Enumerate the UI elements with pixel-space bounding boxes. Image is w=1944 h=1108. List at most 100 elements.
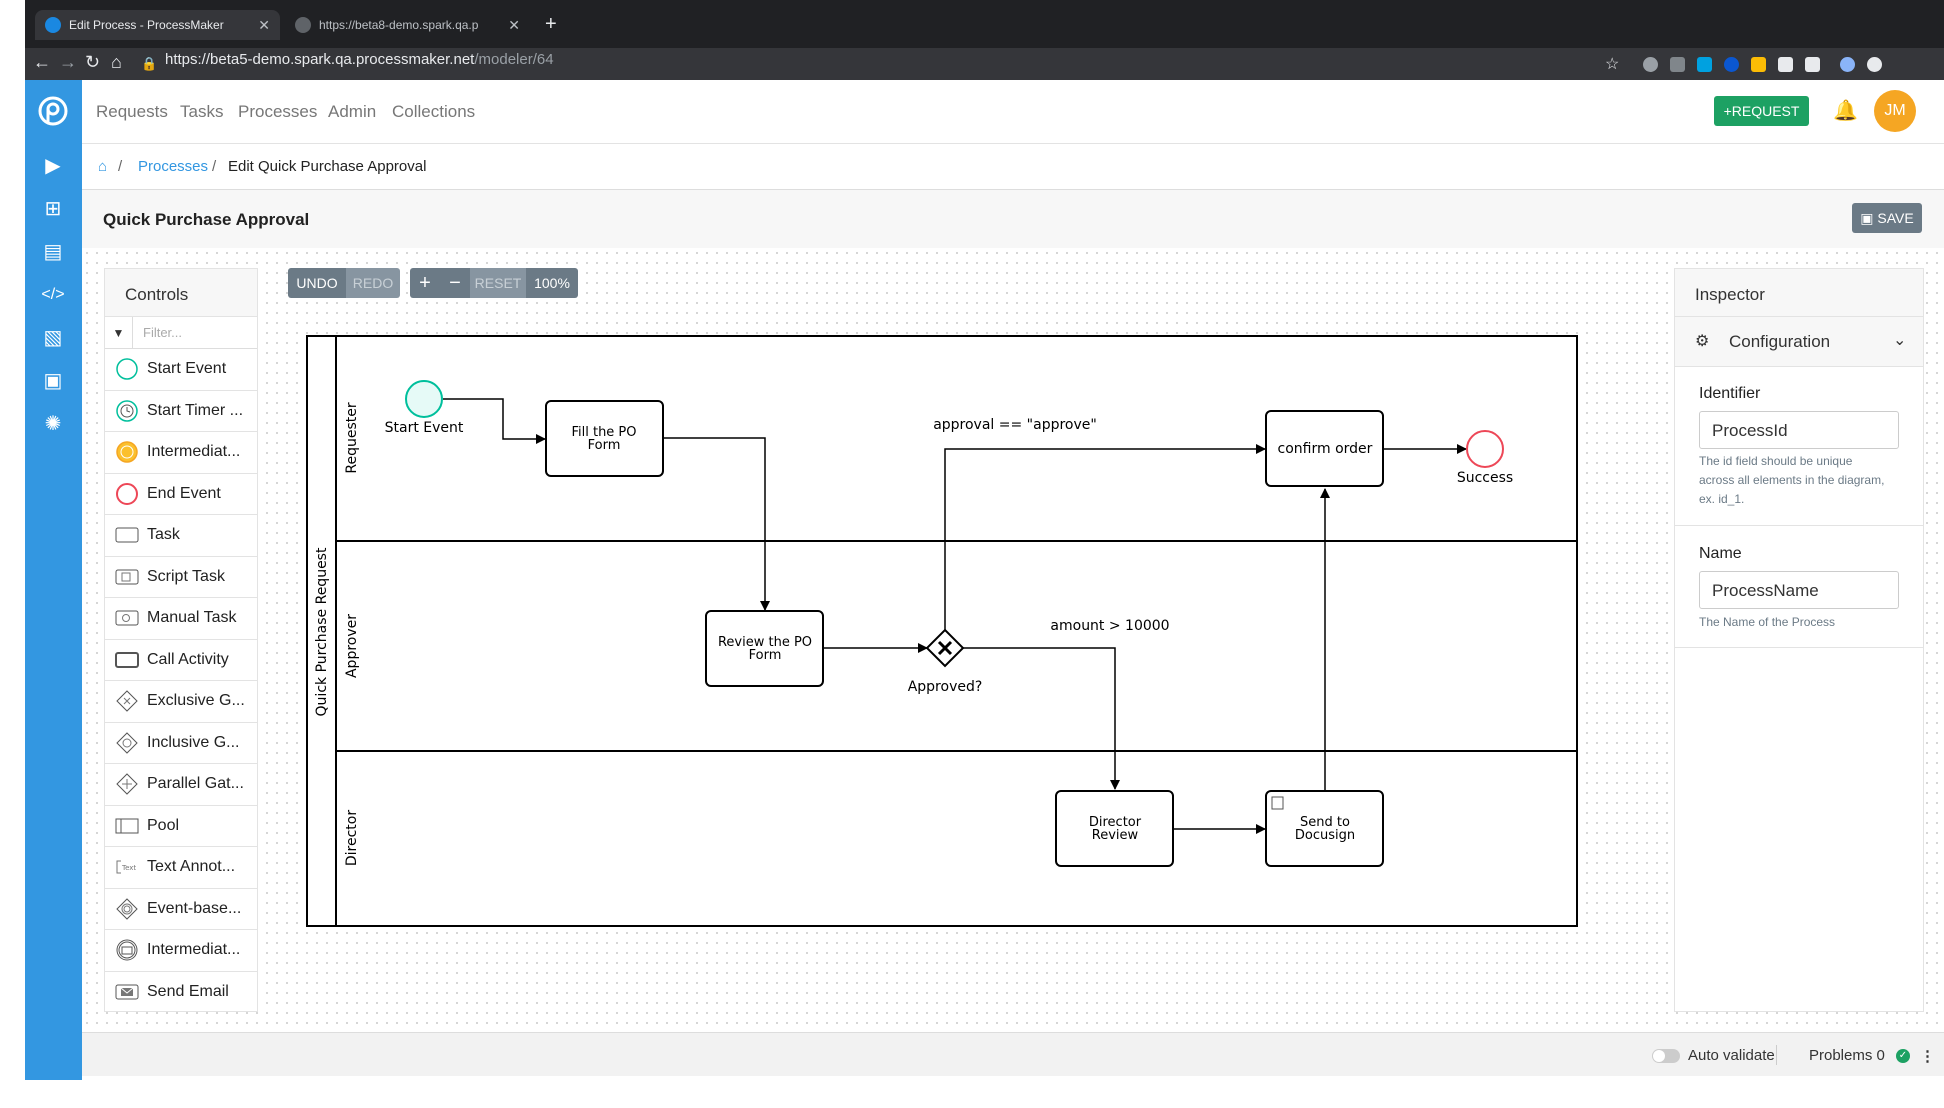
chevron-down-icon[interactable]: ⌄ [1893, 332, 1907, 349]
controls-filter[interactable]: ▼ Filter... [105, 316, 257, 349]
name-help: The Name of the Process [1699, 615, 1836, 629]
extension-icon[interactable] [1867, 57, 1882, 72]
inspector-title: Inspector [1675, 269, 1923, 317]
browser-tab-active[interactable]: Edit Process - ProcessMaker ✕ [35, 10, 280, 40]
control-intermediate-timer[interactable]: Intermediat... [105, 432, 257, 474]
control-end-event[interactable]: End Event [105, 474, 257, 515]
save-button[interactable]: ▣ SAVE [1852, 203, 1922, 233]
control-send-email[interactable]: Send Email [105, 972, 257, 1012]
filter-icon: ▼ [105, 316, 133, 349]
reset-zoom-button[interactable]: RESET [470, 268, 526, 298]
lane-label-approver[interactable]: Approver [344, 614, 360, 678]
extension-icon[interactable] [1724, 57, 1739, 72]
sequence-flow[interactable] [664, 437, 770, 611]
filter-input[interactable]: Filter... [143, 325, 183, 340]
task-confirm-order[interactable] [1265, 410, 1384, 487]
start-event[interactable] [405, 380, 443, 418]
nav-requests[interactable]: Requests [96, 102, 168, 121]
undo-button[interactable]: UNDO [288, 268, 346, 298]
control-parallel-gateway[interactable]: Parallel Gat... [105, 764, 257, 806]
control-exclusive-gateway[interactable]: Exclusive G... [105, 681, 257, 723]
close-icon[interactable]: ✕ [508, 16, 520, 33]
auto-validate-toggle[interactable] [1652, 1049, 1680, 1063]
control-manual-task[interactable]: Manual Task [105, 598, 257, 640]
task-fill-po-form[interactable] [545, 400, 664, 477]
status-bar: Auto validate Problems 0 ✓ ⋮ [82, 1032, 1944, 1076]
extension-icon[interactable] [1778, 57, 1793, 72]
extension-icon[interactable] [1697, 57, 1712, 72]
task-label: Form [588, 438, 621, 453]
control-text-annotation[interactable]: Text Text Annot... [105, 847, 257, 889]
dharmachakra-icon[interactable]: ✺ [44, 413, 62, 435]
control-label: Start Timer ... [147, 401, 244, 419]
nav-admin[interactable]: Admin [328, 102, 377, 121]
processmaker-logo-icon[interactable] [38, 96, 68, 126]
new-tab-icon[interactable]: + [545, 13, 557, 35]
forward-icon[interactable]: → [59, 52, 77, 72]
nav-collections[interactable]: Collections [392, 102, 476, 121]
control-inclusive-gateway[interactable]: Inclusive G... [105, 723, 257, 764]
svg-text:Text: Text [121, 864, 136, 872]
sequence-flow-amount[interactable] [963, 647, 1120, 790]
control-task[interactable]: Task [105, 515, 257, 557]
bell-icon[interactable]: 🔔 [1833, 100, 1858, 122]
task-review-po-form[interactable] [705, 610, 824, 687]
new-request-button[interactable]: +REQUEST [1714, 96, 1809, 126]
control-label: Send Email [147, 982, 229, 1000]
extension-icon[interactable] [1805, 57, 1820, 72]
zoom-out-button[interactable]: − [440, 268, 470, 298]
control-event-based-gateway[interactable]: Event-base... [105, 889, 257, 930]
file-icon[interactable]: ▧ [43, 327, 63, 349]
play-circle-icon[interactable]: ▶ [45, 155, 61, 177]
nav-tasks[interactable]: Tasks [180, 102, 224, 121]
url-host: https://beta5-demo.spark.qa.processmaker… [165, 51, 475, 68]
control-script-task[interactable]: Script Task [105, 557, 257, 598]
extension-icon[interactable] [1670, 57, 1685, 72]
pool-label: Quick Purchase Request [314, 547, 330, 716]
configuration-section[interactable]: ⚙ Configuration ⌄ [1675, 317, 1923, 367]
identifier-input[interactable]: ProcessId [1699, 411, 1899, 449]
profile-icon[interactable] [1840, 57, 1855, 72]
reload-icon[interactable]: ↻ [85, 52, 101, 72]
exclusive-gateway-icon [115, 689, 139, 713]
home-icon[interactable]: ⌂ [111, 52, 122, 72]
control-pool[interactable]: Pool [105, 806, 257, 847]
lock-icon[interactable]: ▣ [43, 370, 63, 392]
control-call-activity[interactable]: Call Activity [105, 640, 257, 681]
control-start-event[interactable]: Start Event [105, 349, 257, 391]
sequence-flow-approve[interactable] [944, 444, 1266, 630]
star-icon[interactable]: ☆ [1605, 56, 1620, 73]
back-icon[interactable]: ← [33, 52, 51, 72]
problems-count[interactable]: Problems 0 [1809, 1047, 1885, 1064]
control-label: Manual Task [147, 609, 237, 627]
nav-processes[interactable]: Processes [238, 102, 318, 121]
lane-label-requester[interactable]: Requester [344, 402, 360, 473]
extension-icon[interactable] [1751, 57, 1766, 72]
home-icon[interactable]: ⌂ [98, 158, 108, 175]
sitemap-icon[interactable]: ⊞ [44, 198, 62, 220]
task-send-to-docusign[interactable] [1265, 790, 1384, 867]
avatar[interactable]: JM [1874, 90, 1916, 132]
archive-icon[interactable]: ▤ [43, 241, 63, 263]
name-input[interactable]: ProcessName [1699, 571, 1899, 609]
close-icon[interactable]: ✕ [258, 16, 270, 33]
task-director-review[interactable] [1055, 790, 1174, 867]
extension-icon[interactable] [1643, 57, 1658, 72]
more-vertical-icon[interactable]: ⋮ [1920, 1048, 1935, 1065]
end-event[interactable] [1466, 430, 1504, 468]
controls-panel: Controls ▼ Filter... Start Event Start T… [104, 268, 258, 1012]
zoom-in-button[interactable]: + [410, 268, 440, 298]
request-button-label: REQUEST [1731, 103, 1800, 119]
breadcrumb-processes[interactable]: Processes [138, 158, 209, 175]
browser-tab[interactable]: https://beta8-demo.spark.qa.p ✕ [285, 10, 530, 40]
control-intermediate-message[interactable]: Intermediat... [105, 930, 257, 972]
code-icon[interactable]: </> [41, 286, 65, 303]
control-start-timer[interactable]: Start Timer ... [105, 391, 257, 432]
redo-button[interactable]: REDO [346, 268, 400, 298]
lane-label-director[interactable]: Director [344, 810, 360, 866]
sequence-flow[interactable] [443, 398, 546, 444]
url-field[interactable]: https://beta5-demo.spark.qa.processmaker… [165, 51, 554, 68]
tab-title: Edit Process - ProcessMaker [69, 18, 224, 32]
controls-list: Start Event Start Timer ... Intermediat.… [105, 349, 257, 1012]
